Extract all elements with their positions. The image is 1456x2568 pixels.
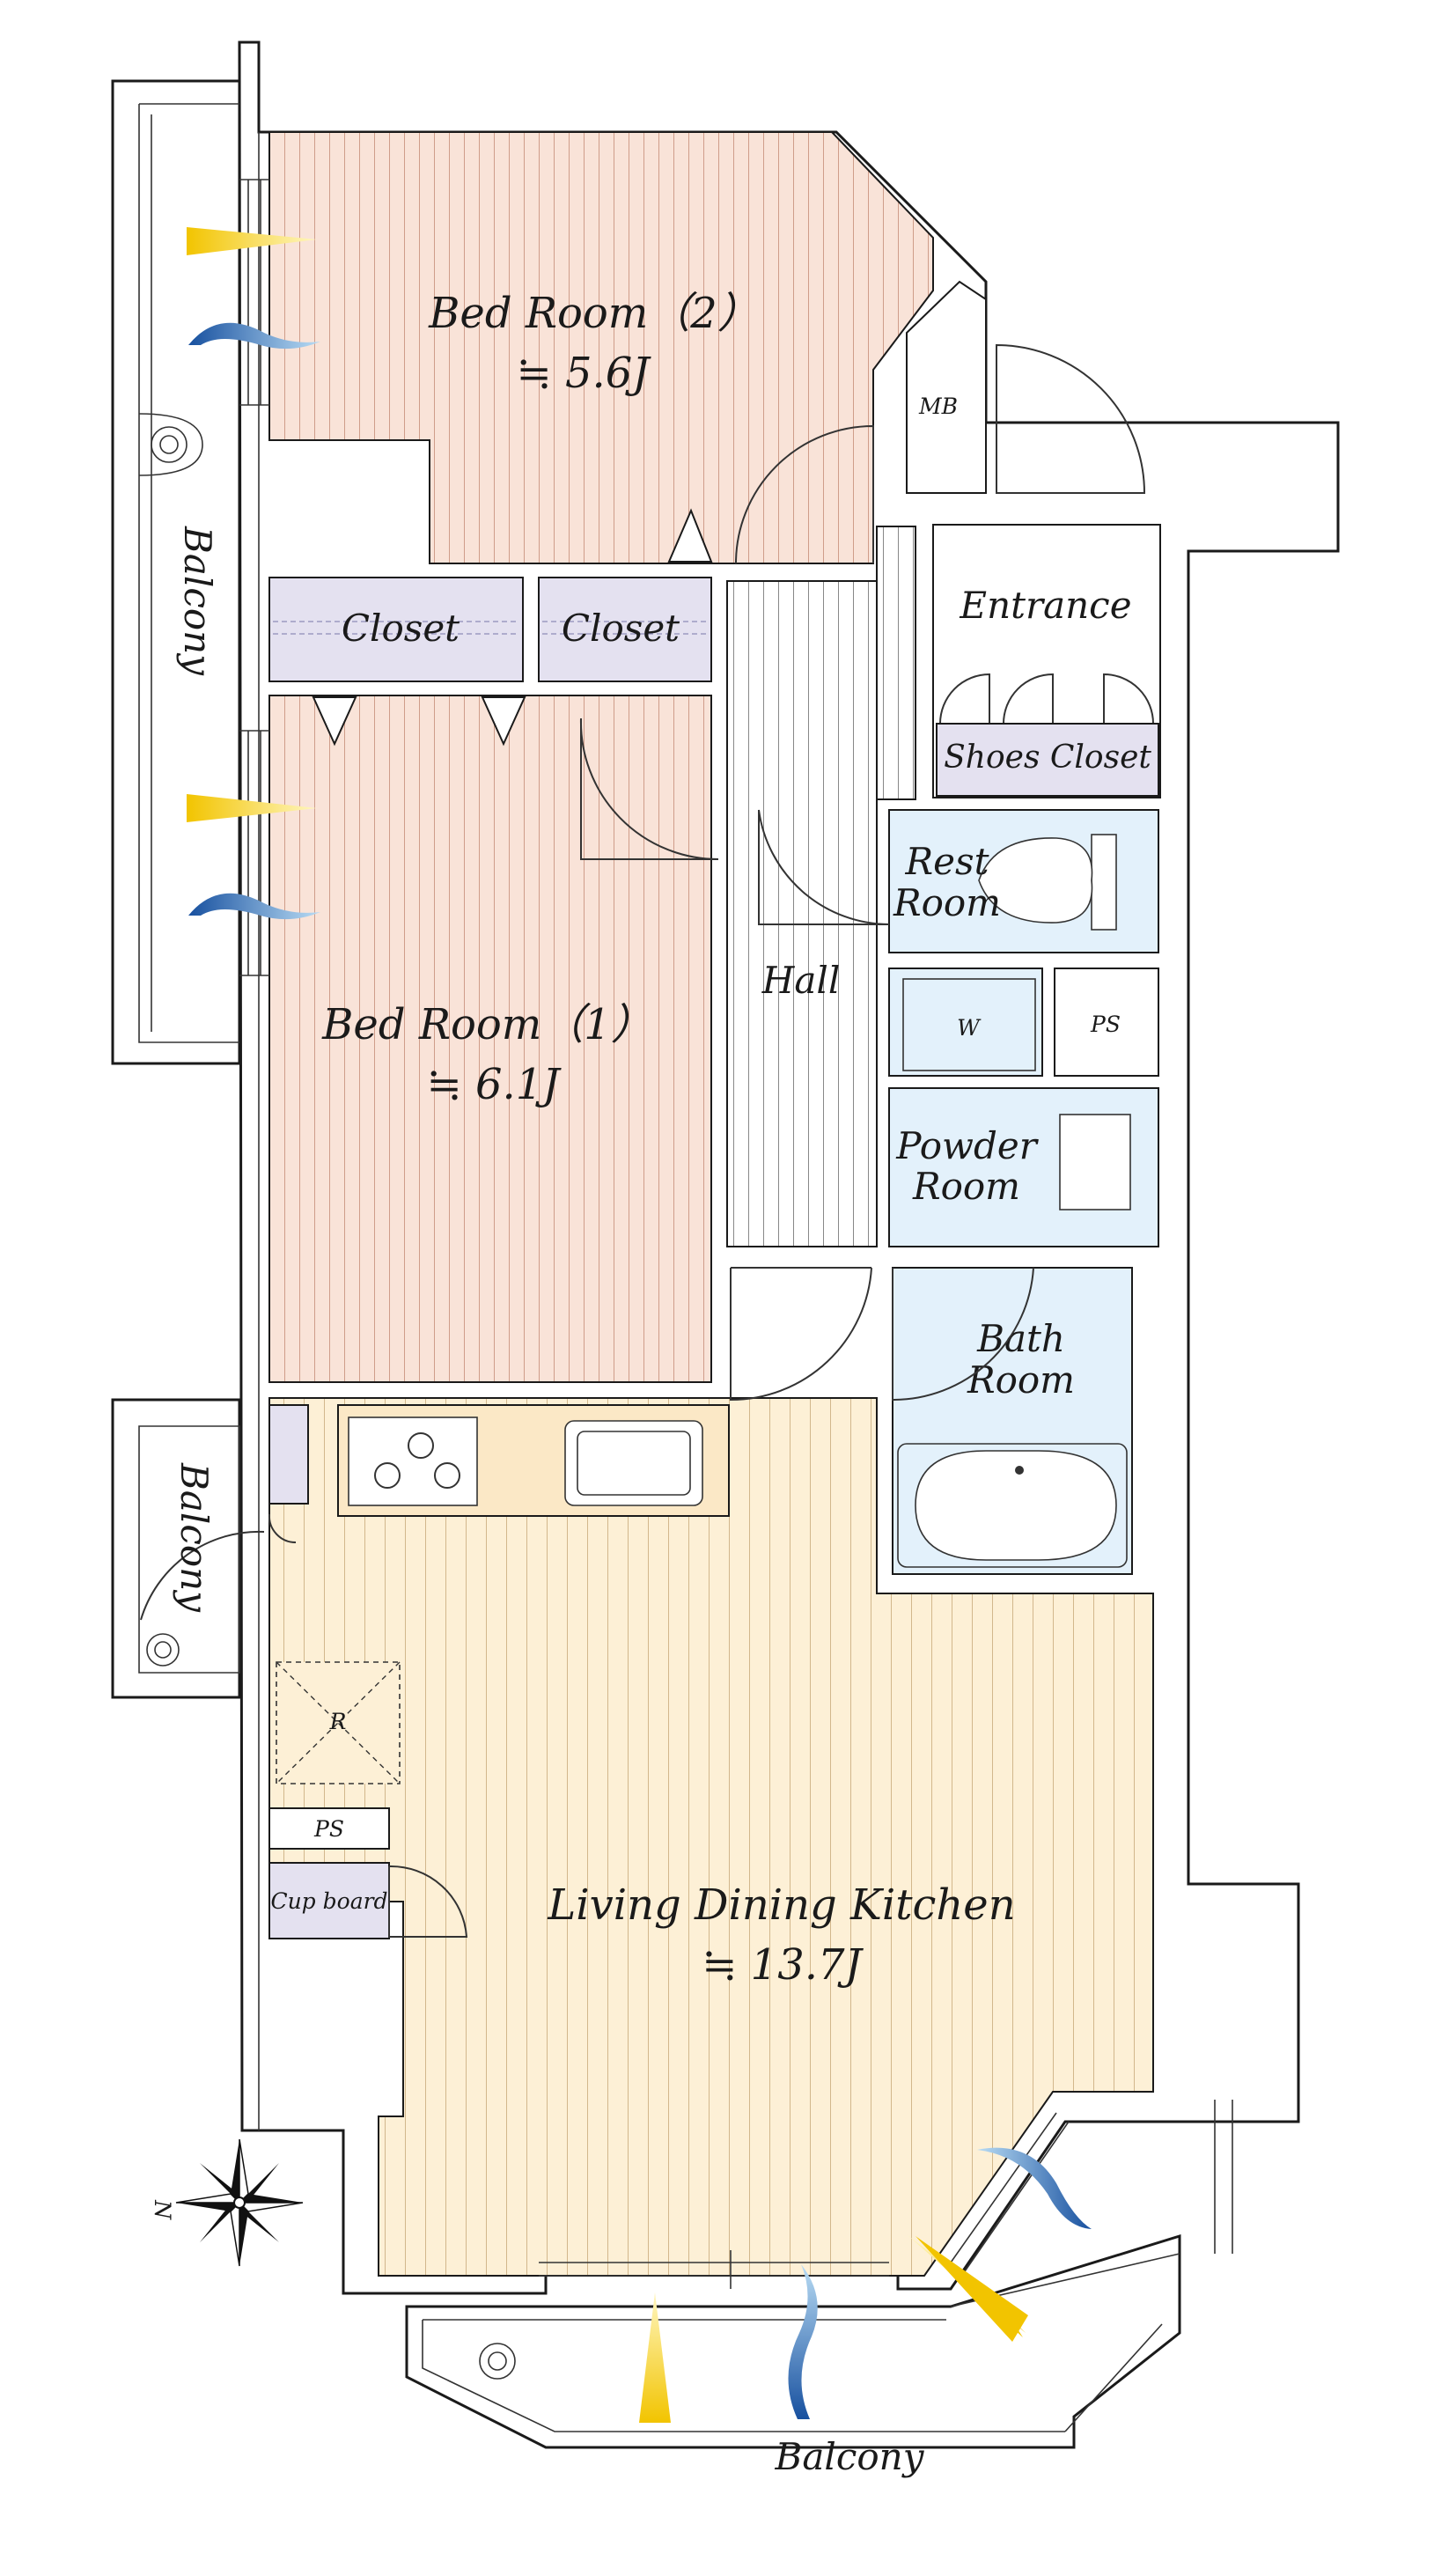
bath-room: Bath Room [892,1267,1133,1575]
sunlight-arrow-icon [639,2292,671,2423]
bed-room-2-name: Bed Room（2） [428,289,760,338]
compass-north-label: N [150,2199,175,2220]
stove-burner-icon [434,1462,460,1489]
cupboard: Cup board [268,1862,390,1939]
bath-room-label-1: Bath [976,1317,1065,1360]
closet-b: Closet [538,577,712,682]
balcony-west-upper: Balcony [111,79,241,1065]
hall-label: Hall [761,959,841,1002]
ldk-size: ≒ 13.7J [702,1940,864,1990]
door-swings [268,343,1146,1938]
ldk-name: Living Dining Kitchen [547,1880,1015,1930]
closet-a: Closet [268,577,524,682]
bed-room-2: Bed Room（2） ≒ 5.6J [268,131,934,564]
bath-room-label-2: Room [967,1358,1075,1402]
refrigerator-label: R [329,1709,347,1734]
closet-door-markers [312,508,713,747]
wind-arrow-icon [788,2264,818,2419]
ps-lower-label: PS [313,1816,344,1842]
compass: N [150,2138,304,2267]
wind-arrow-icon [188,893,320,920]
living-dining-kitchen: Living Dining Kitchen ≒ 13.7J [268,1397,1154,2277]
powder-room-label-1: Powder [895,1124,1040,1167]
balcony-west-upper-label: Balcony [176,526,219,676]
hall: Hall [726,526,916,1247]
balcony-south-label: Balcony [775,2435,925,2478]
wind-arrow-icon [977,2147,1092,2229]
shoes-closet: Shoes Closet [936,723,1159,797]
ps-upper-label: PS [1090,1012,1121,1037]
rest-room-label-1: Rest [905,840,989,883]
entrance-label: Entrance [959,584,1131,627]
sunlight-arrow-icon [187,227,317,255]
balcony-west-lower-label: Balcony [173,1462,216,1613]
closet-a-label: Closet [342,607,460,650]
wind-arrow-icon [188,322,320,350]
rest-room: Rest Room [888,809,1159,953]
sunlight-arrow-icon [187,794,317,822]
sunlight-arrow-icon [916,2236,1028,2342]
pipe-shaft-lower: PS [268,1807,390,1850]
washer-label: W [957,1015,982,1041]
ventilation-arrows [188,322,1092,2419]
refrigerator-space: R [276,1661,401,1784]
bed-room-2-size: ≒ 5.6J [516,349,651,398]
rest-room-label-2: Room [893,881,1001,924]
closet-b-label: Closet [562,607,680,650]
side-cabinet [268,1404,309,1505]
kitchen-counter [337,1404,730,1517]
powder-room-label-2: Room [912,1165,1020,1208]
bed-room-1-size: ≒ 6.1J [426,1060,562,1109]
mb-label: MB [918,394,958,419]
powder-room: Powder Room [888,1087,1159,1247]
meter-box: MB [906,280,987,494]
stove-burner-icon [408,1432,434,1459]
balcony-west-lower: Balcony [111,1398,265,1699]
outer-walls [238,40,1340,2295]
washer-space: W [888,968,1043,1077]
sunlight-arrows [187,227,1028,2423]
bed-room-1: Bed Room（1） ≒ 6.1J [268,695,712,1383]
bed-room-1-name: Bed Room（1） [321,1000,653,1049]
shoes-closet-label: Shoes Closet [944,739,1151,776]
windows [239,179,1070,2289]
pipe-shaft-upper: PS [1054,968,1159,1077]
stove-burner-icon [374,1462,401,1489]
cupboard-label: Cup board [270,1888,387,1914]
